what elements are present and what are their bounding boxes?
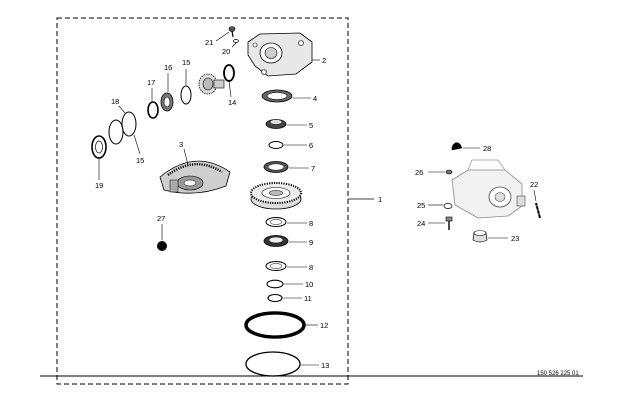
callout-28: 28 <box>483 144 491 153</box>
callout-18: 18 <box>111 97 119 106</box>
part-21-screw[interactable] <box>228 26 236 38</box>
leader-18 <box>118 105 126 114</box>
part-4-seal[interactable] <box>261 89 293 103</box>
part-20-washer[interactable] <box>233 39 239 43</box>
callout-3: 3 <box>179 140 183 149</box>
part-28-grease-fitting[interactable] <box>451 142 463 151</box>
callout-26: 26 <box>415 168 423 177</box>
part-18-ring[interactable] <box>121 111 137 137</box>
part-26-plug[interactable] <box>445 169 453 175</box>
part-22-pin[interactable] <box>535 202 541 219</box>
callout-6: 6 <box>309 141 313 150</box>
callout-9: 9 <box>309 238 313 247</box>
part-27-ball[interactable] <box>157 241 167 251</box>
callout-17: 17 <box>147 78 155 87</box>
callout-21: 21 <box>205 38 213 47</box>
callout-23: 23 <box>511 234 519 243</box>
callout-7: 7 <box>311 164 315 173</box>
part-8-ring-upper[interactable] <box>265 217 287 227</box>
part-5-bearing[interactable] <box>265 119 287 129</box>
callout-16: 16 <box>164 63 172 72</box>
callout-15-lower: 15 <box>136 156 144 165</box>
callout-2: 2 <box>322 56 326 65</box>
part-23-cap[interactable] <box>472 230 488 243</box>
leader-20 <box>231 42 237 48</box>
callout-11: 11 <box>304 294 312 303</box>
gearbox-assembly-ghost[interactable] <box>451 159 526 219</box>
part-13-o-ring[interactable] <box>245 351 301 377</box>
callout-1: 1 <box>378 195 382 204</box>
leader-3 <box>183 148 189 166</box>
part-14-ring[interactable] <box>223 64 235 82</box>
callout-20: 20 <box>222 47 230 56</box>
part-12-seal-ring[interactable] <box>244 311 306 339</box>
callout-27: 27 <box>157 214 165 223</box>
pinion-gear[interactable] <box>198 73 225 95</box>
part-15-shim-upper[interactable] <box>180 85 192 105</box>
part-2-housing-cover[interactable] <box>247 32 313 77</box>
callout-13: 13 <box>321 361 329 370</box>
part-3-ring-gear[interactable] <box>159 160 231 194</box>
callout-12: 12 <box>320 321 328 330</box>
part-15-shim-lower[interactable] <box>108 119 124 145</box>
leader-14 <box>228 80 232 98</box>
leader-22 <box>533 189 537 202</box>
callout-5: 5 <box>309 121 313 130</box>
crown-wheel[interactable] <box>250 182 302 210</box>
callout-8-upper: 8 <box>309 219 313 228</box>
part-19-seal[interactable] <box>91 135 107 159</box>
callout-14: 14 <box>228 98 236 107</box>
part-24-bolt[interactable] <box>445 216 453 230</box>
leader-15-lower <box>133 134 141 155</box>
part-7-seal[interactable] <box>263 161 289 173</box>
callout-4: 4 <box>313 94 317 103</box>
part-17-spacer[interactable] <box>147 101 159 119</box>
document-number: 150 526 225 01 <box>537 371 579 377</box>
callout-19: 19 <box>95 181 103 190</box>
part-8-ring-lower[interactable] <box>265 261 287 271</box>
part-6-ring[interactable] <box>268 141 284 149</box>
callout-15-upper: 15 <box>182 58 190 67</box>
callout-24: 24 <box>417 219 425 228</box>
callout-10: 10 <box>305 280 313 289</box>
callout-25: 25 <box>417 201 425 210</box>
part-25-nut[interactable] <box>443 203 453 209</box>
part-11-ring[interactable] <box>267 293 283 303</box>
callout-22: 22 <box>530 180 538 189</box>
assembly-boundary <box>56 17 349 385</box>
part-10-ring[interactable] <box>266 279 284 289</box>
leader-21 <box>215 31 230 42</box>
callout-8-lower: 8 <box>309 263 313 272</box>
part-9-bearing[interactable] <box>263 235 289 247</box>
part-16-bearing[interactable] <box>160 92 174 112</box>
